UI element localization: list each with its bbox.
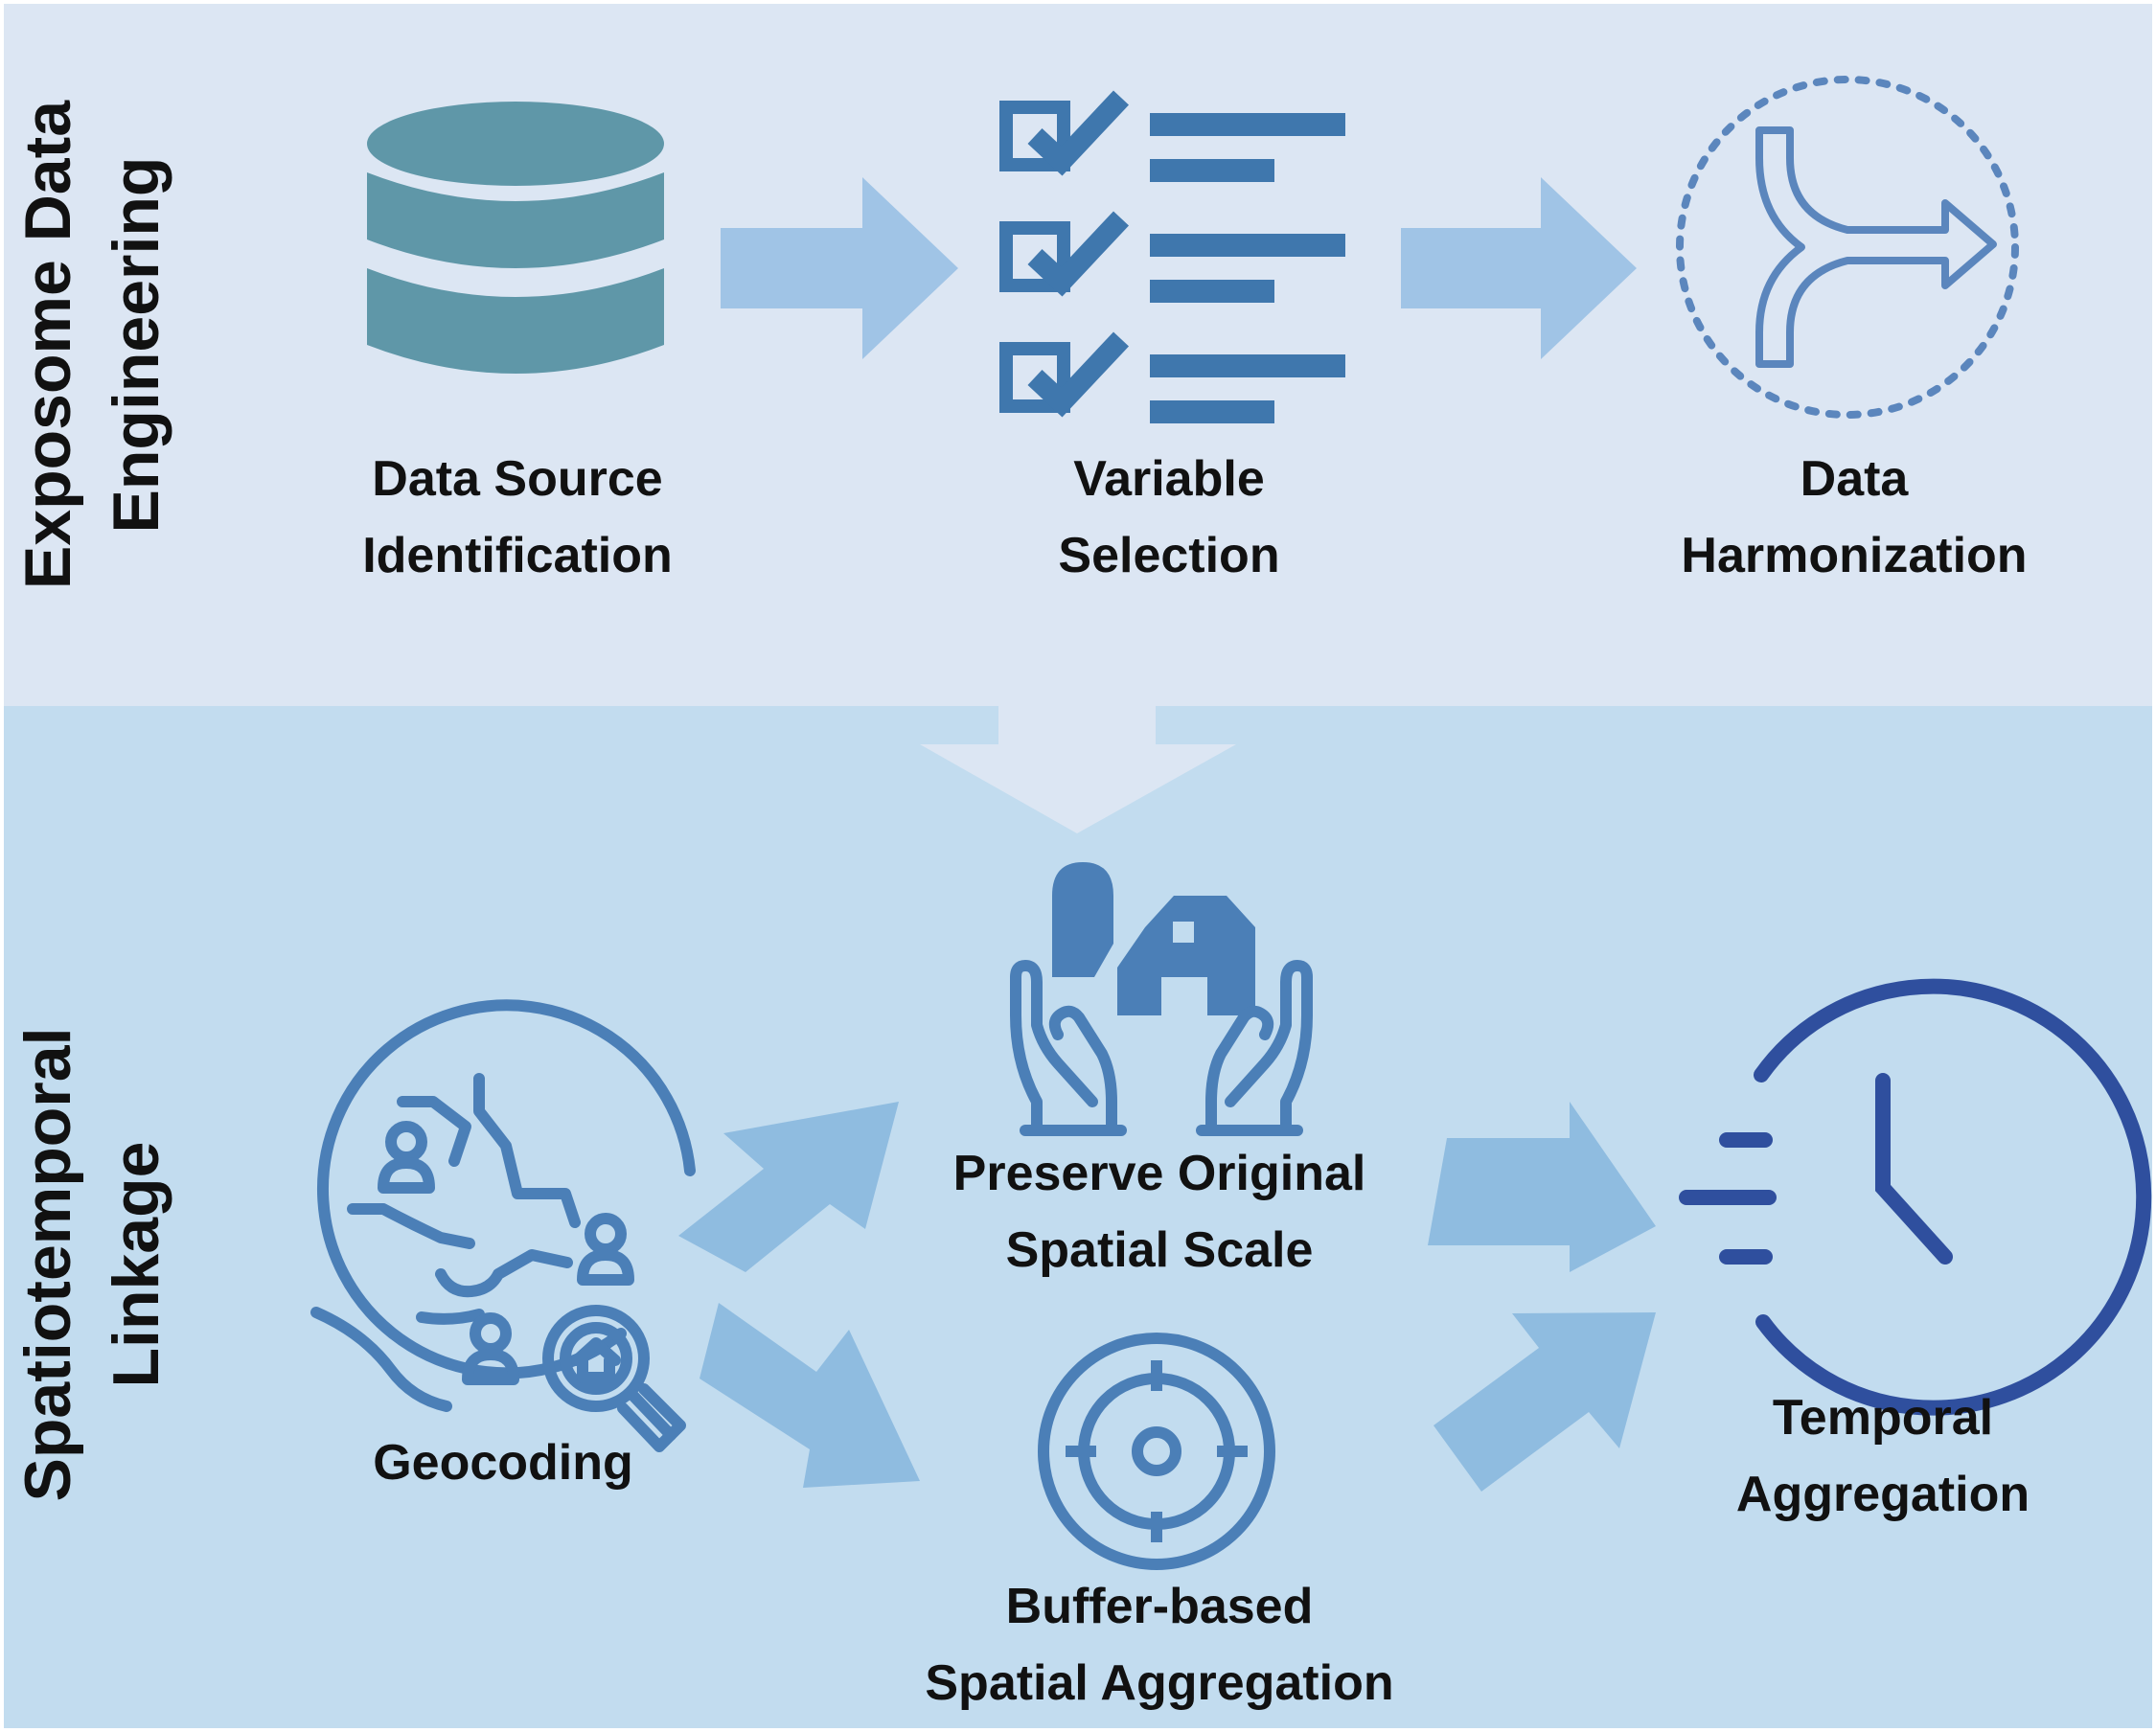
exposome-data-engineering-panel bbox=[4, 4, 2152, 706]
arrow-geocoding-to-buffer bbox=[700, 1303, 920, 1488]
arrow-preserve-to-temporal bbox=[1428, 1102, 1656, 1272]
database-icon bbox=[367, 102, 664, 374]
label-line: Geocoding bbox=[373, 1435, 633, 1491]
label-line: Temporal bbox=[1772, 1390, 1994, 1446]
label-line: Spatial Scale bbox=[1005, 1222, 1314, 1278]
arrow-source-to-selection bbox=[721, 177, 958, 359]
label-data-source-identification: Data Source Identification bbox=[326, 441, 709, 594]
label-line: Variable bbox=[1073, 451, 1265, 507]
label-line: Buffer-based bbox=[1005, 1579, 1314, 1634]
label-variable-selection: Variable Selection bbox=[977, 441, 1361, 594]
arrow-selection-to-harmonization bbox=[1401, 177, 1637, 359]
label-temporal-aggregation: Temporal Aggregation bbox=[1691, 1379, 2075, 1533]
label-line: Preserve Original bbox=[952, 1146, 1366, 1201]
globe-search-icon bbox=[310, 999, 696, 1452]
arrow-down-to-linkage bbox=[920, 706, 1236, 833]
label-line: Selection bbox=[1058, 528, 1280, 583]
label-geocoding: Geocoding bbox=[311, 1424, 695, 1501]
label-line: Identification bbox=[362, 528, 673, 583]
label-line: Data Source bbox=[372, 451, 663, 507]
label-buffer-based-spatial-aggregation: Buffer-based Spatial Aggregation bbox=[862, 1568, 1456, 1721]
target-icon bbox=[1038, 1333, 1275, 1570]
label-line: Harmonization bbox=[1681, 528, 2028, 583]
checklist-icon bbox=[999, 90, 1345, 423]
label-preserve-original-spatial-scale: Preserve Original Spatial Scale bbox=[891, 1135, 1428, 1288]
hands-barn-icon bbox=[1010, 862, 1313, 1136]
arrow-buffer-to-temporal bbox=[1434, 1312, 1656, 1492]
fast-clock-icon bbox=[1679, 978, 2152, 1416]
label-data-harmonization: Data Harmonization bbox=[1634, 441, 2075, 594]
arrow-geocoding-to-preserve bbox=[678, 1102, 899, 1272]
label-line: Spatial Aggregation bbox=[925, 1655, 1394, 1711]
merge-arrow-icon bbox=[1676, 76, 2019, 419]
label-line: Aggregation bbox=[1735, 1467, 2030, 1522]
label-line: Data bbox=[1800, 451, 1909, 507]
